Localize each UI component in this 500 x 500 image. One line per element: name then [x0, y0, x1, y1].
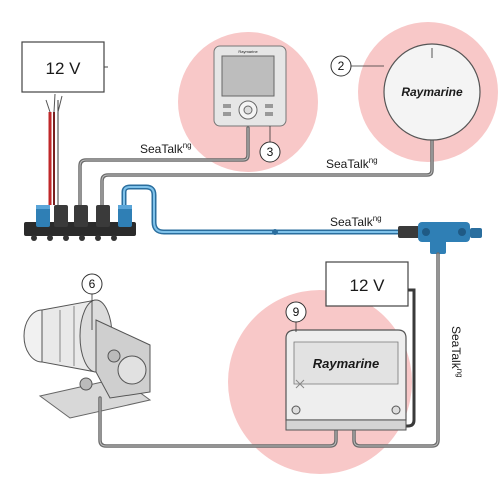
display-spur-label: SeaTalkng	[140, 141, 192, 156]
pump-unit	[23, 299, 152, 419]
callout-2: 2	[330, 55, 384, 77]
power-supply-bottom-label: 12 V	[350, 276, 386, 295]
display-unit: Raymarine	[213, 45, 287, 127]
callout-3: 3	[259, 126, 281, 163]
computer-spur-label: SeaTalkng	[449, 326, 464, 378]
power-supply-top-label: 12 V	[46, 59, 82, 78]
svg-text:9: 9	[293, 305, 300, 319]
power-leads	[45, 93, 63, 205]
compass-brand: Raymarine	[401, 85, 463, 99]
power-supply-bottom: 12 V	[325, 261, 409, 307]
compass-unit: Raymarine	[383, 43, 481, 141]
callout-9: 9	[285, 301, 307, 332]
callout-6: 6	[81, 273, 103, 330]
svg-text:3: 3	[267, 145, 274, 159]
computer-spur-cable	[352, 252, 440, 448]
computer-brand: Raymarine	[313, 356, 379, 371]
compass-spur-label: SeaTalkng	[326, 156, 378, 171]
power-supply-top: 12 V	[21, 41, 108, 93]
display-brand: Raymarine	[238, 49, 258, 54]
svg-text:6: 6	[89, 277, 96, 291]
t-connector	[398, 222, 482, 254]
computer-unit: Raymarine	[285, 329, 407, 431]
backbone-cable	[121, 184, 401, 235]
multi-connector	[24, 205, 136, 241]
backbone-label: SeaTalkng	[330, 214, 382, 229]
svg-text:2: 2	[338, 59, 345, 73]
